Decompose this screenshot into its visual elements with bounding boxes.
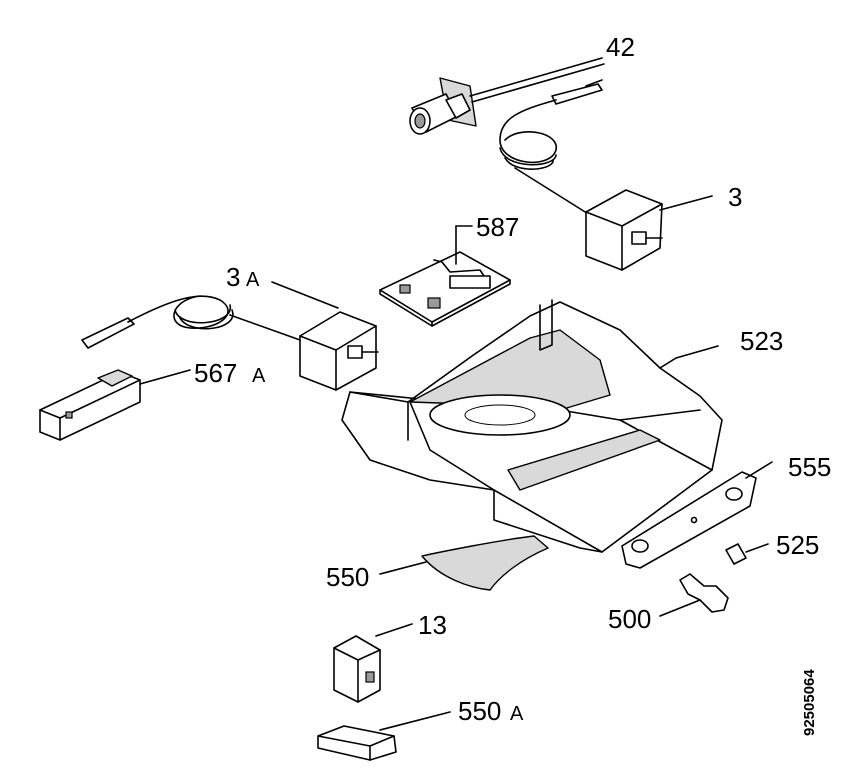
- label-567A: 567: [194, 358, 237, 388]
- label-3A: 3: [226, 262, 240, 292]
- label-550: 550: [326, 562, 369, 592]
- part-550-cover: [379, 535, 549, 591]
- label-500: 500: [608, 604, 651, 634]
- label-555: 555: [788, 452, 831, 482]
- label-567A-suffix: A: [252, 365, 266, 387]
- label-550A-suffix: A: [510, 703, 524, 725]
- part-567A-bracket: [39, 369, 191, 441]
- label-13: 13: [418, 610, 447, 640]
- label-42: 42: [606, 32, 635, 62]
- label-587: 587: [476, 212, 519, 242]
- part-3A-thermostat: [81, 281, 379, 391]
- label-525: 525: [776, 530, 819, 560]
- document-number: 92505064: [801, 669, 818, 736]
- label-3: 3: [728, 182, 742, 212]
- part-42-lamp-holder: [409, 57, 605, 135]
- part-523-lamp-housing: [341, 299, 723, 553]
- part-587-circuit-board: [379, 225, 511, 327]
- part-13-switch: [333, 623, 413, 703]
- label-3A-suffix: A: [246, 269, 260, 291]
- label-523: 523: [740, 326, 783, 356]
- part-3-thermostat: [499, 79, 713, 271]
- part-550A-bracket: [317, 711, 451, 761]
- part-525-knob: [725, 543, 769, 565]
- part-555-panel: [621, 461, 773, 569]
- part-500-bulb: [659, 573, 729, 617]
- label-550A: 550: [458, 696, 501, 726]
